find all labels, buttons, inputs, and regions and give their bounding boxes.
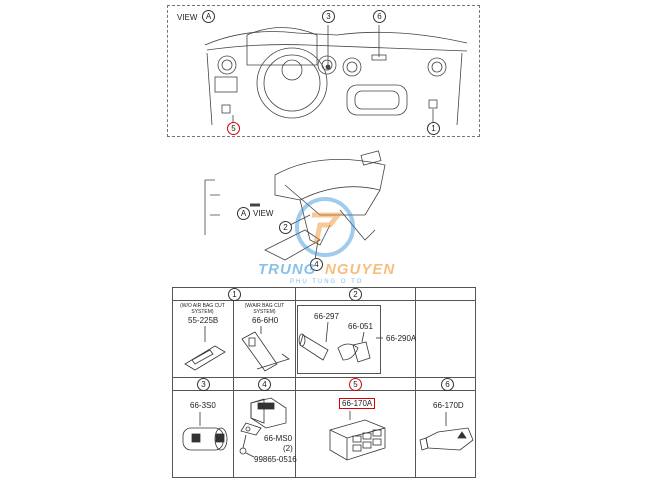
watermark-brand-2: NGUYEN bbox=[325, 261, 396, 278]
hazard-switch-drawing bbox=[419, 412, 474, 451]
assembly-callout-4: 4 bbox=[310, 258, 323, 271]
assembly-view-label: VIEW bbox=[253, 209, 274, 218]
watermark-logo-icon bbox=[295, 197, 355, 257]
table-divider bbox=[172, 377, 476, 378]
part-number-66-297[interactable]: 66-297 bbox=[314, 312, 339, 321]
part-number-66-6H0[interactable]: 66-6H0 bbox=[252, 316, 279, 325]
table-divider bbox=[172, 300, 476, 301]
view-panel bbox=[167, 5, 480, 137]
view-callout-6: 6 bbox=[373, 10, 386, 23]
assembly-view-letter: A bbox=[237, 207, 250, 220]
table-callout-3: 3 bbox=[197, 378, 210, 391]
table-divider bbox=[415, 377, 416, 478]
accessory-socket-drawing bbox=[298, 322, 383, 363]
view-callout-3: 3 bbox=[322, 10, 335, 23]
view-callout-1: 1 bbox=[427, 122, 440, 135]
table-divider bbox=[172, 390, 476, 391]
part-number-66-290A[interactable]: 66-290A bbox=[386, 334, 417, 343]
view-panel-title: VIEW bbox=[177, 13, 198, 22]
table-callout-4: 4 bbox=[258, 378, 271, 391]
airbag-cut-switch-drawing bbox=[241, 326, 290, 372]
view-panel-letter: A bbox=[202, 10, 215, 23]
table-divider bbox=[233, 300, 234, 377]
bolt-quantity: (2) bbox=[283, 444, 293, 453]
dashboard-front-view-drawing bbox=[204, 25, 468, 126]
airbag-indicator-drawing bbox=[184, 326, 226, 371]
watermark-brand-1: TRUNG bbox=[258, 261, 317, 278]
module-body-drawing bbox=[250, 397, 287, 429]
part-number-66-051[interactable]: 66-051 bbox=[348, 322, 373, 331]
part-number-66-170A-highlighted[interactable]: 66-170A bbox=[339, 398, 376, 409]
part-number-66-3S0[interactable]: 66-3S0 bbox=[190, 401, 216, 410]
assembly-callout-2: 2 bbox=[279, 221, 292, 234]
table-divider bbox=[233, 377, 234, 478]
dashboard-assembly-drawing bbox=[204, 150, 386, 261]
parts-table bbox=[172, 287, 476, 478]
table-callout-1: 1 bbox=[228, 288, 241, 301]
table-callout-2: 2 bbox=[349, 288, 362, 301]
table-divider bbox=[295, 287, 296, 478]
view-callout-5-highlighted: 5 bbox=[227, 122, 240, 135]
push-switch-drawing bbox=[182, 412, 228, 451]
watermark-tagline: PHỤ TÙNG Ô TÔ bbox=[290, 279, 364, 285]
table-divider bbox=[415, 287, 416, 377]
part-condition-wo-airbag: (W/O AIR BAG CUT SYSTEM) bbox=[180, 303, 225, 315]
socket-assembly-box bbox=[297, 305, 381, 374]
part-number-55-225B[interactable]: 55-225B bbox=[188, 316, 219, 325]
table-callout-5-highlighted: 5 bbox=[349, 378, 362, 391]
part-number-99865-0516[interactable]: 99865-0516 bbox=[254, 455, 297, 464]
part-number-66-170D[interactable]: 66-170D bbox=[433, 401, 464, 410]
table-callout-6: 6 bbox=[441, 378, 454, 391]
part-condition-w-airbag: (W/AIR BAG CUT SYSTEM) bbox=[244, 303, 285, 315]
switch-panel-drawing bbox=[329, 411, 386, 461]
part-number-66-MS0[interactable]: 66-MS0 bbox=[264, 434, 293, 443]
